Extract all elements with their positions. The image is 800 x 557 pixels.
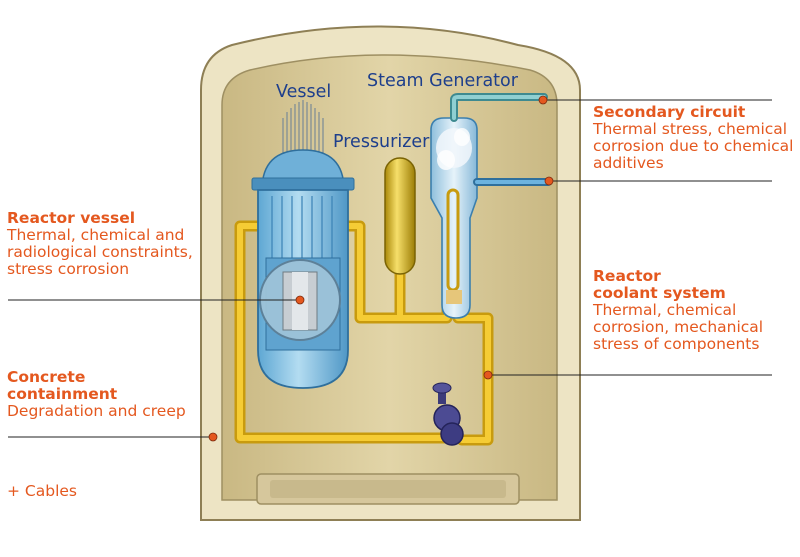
- concrete-containment-description: Degradation and creep: [7, 402, 186, 420]
- secondary-circuit-callout: Secondary circuit Thermal stress, chemic…: [593, 104, 793, 172]
- coolant-pump: [432, 382, 464, 446]
- concrete-containment-heading: Concrete containment: [7, 368, 118, 403]
- reactor-vessel-callout: Reactor vessel Thermal, chemical and rad…: [7, 210, 193, 278]
- reactor-coolant-callout: Reactor coolant system Thermal, chemical…: [593, 268, 763, 353]
- concrete-containment-callout: Concrete containment Degradation and cre…: [7, 369, 186, 420]
- vessel-label: Vessel: [276, 82, 332, 102]
- secondary-circuit-description: Thermal stress, chemical corrosion due t…: [593, 120, 794, 172]
- reactor-vessel: [251, 100, 355, 389]
- reactor-vessel-description: Thermal, chemical and radiological const…: [7, 226, 193, 278]
- cables-note: + Cables: [7, 482, 77, 500]
- pressurizer-label: Pressurizer: [333, 132, 430, 152]
- reactor-vessel-heading: Reactor vessel: [7, 209, 136, 227]
- pressurizer-tank: [384, 157, 416, 275]
- steam-generator: [430, 117, 478, 319]
- callout-dots: [208, 95, 554, 442]
- steam-generator-label: Steam Generator: [367, 71, 518, 91]
- callout-lines: [8, 99, 772, 438]
- secondary-circuit-heading: Secondary circuit: [593, 103, 746, 121]
- reactor-coolant-description: Thermal, chemical corrosion, mechanical …: [593, 301, 764, 353]
- reactor-coolant-heading: Reactor coolant system: [593, 267, 726, 302]
